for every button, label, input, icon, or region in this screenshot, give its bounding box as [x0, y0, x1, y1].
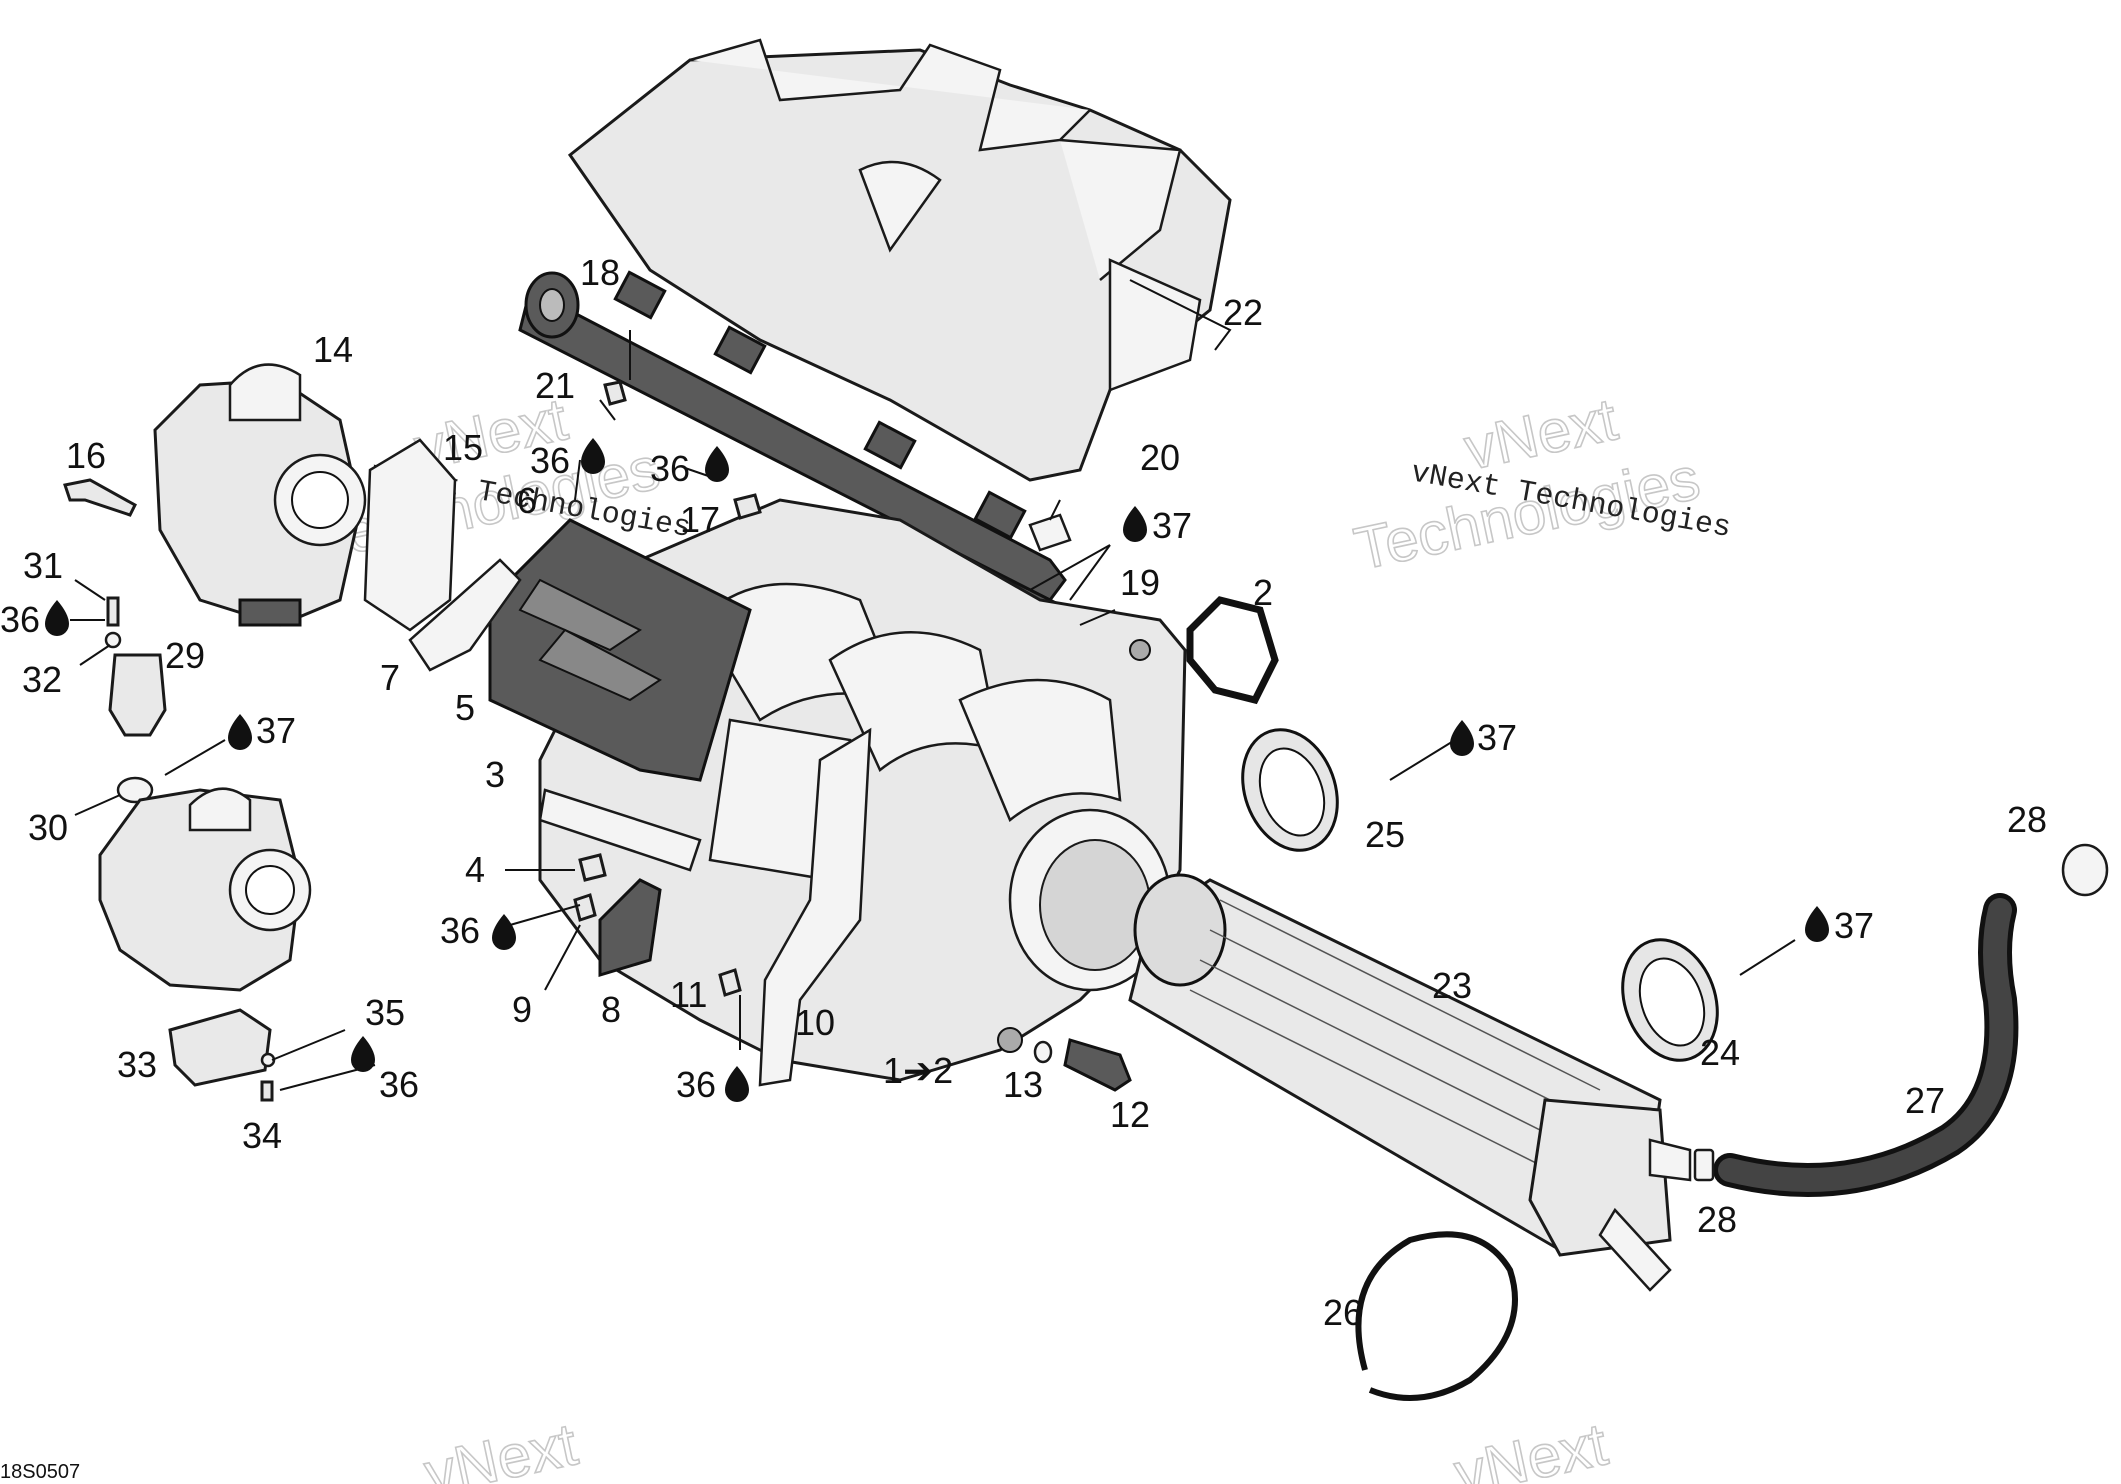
- throttle-body-lower: [98, 787, 312, 992]
- drop-icon: [351, 1036, 375, 1072]
- callout-21: 21: [535, 365, 575, 406]
- part-16-screw: [63, 478, 137, 517]
- callout-6: 6: [517, 480, 537, 521]
- callout-2: 2: [1253, 572, 1273, 613]
- drop-icon: [725, 1066, 749, 1102]
- drop-icon: [1805, 906, 1829, 942]
- part-4-screw: [578, 853, 607, 882]
- part-24-ring: [1621, 938, 1719, 1062]
- part-21-screw: [603, 380, 627, 406]
- callout-17: 17: [680, 499, 720, 540]
- callout-31: 31: [23, 545, 63, 586]
- callout-36-f: 36: [676, 1064, 716, 1105]
- callout-30: 30: [28, 807, 68, 848]
- drop-icon: [1123, 506, 1147, 542]
- part-9-screw: [573, 893, 597, 922]
- callout-3: 3: [485, 754, 505, 795]
- part-28-clamp-lower: [1693, 1148, 1715, 1182]
- part-32-washer: [104, 631, 122, 649]
- callout-28-a: 28: [2007, 799, 2047, 840]
- callout-37-a: 37: [1152, 505, 1192, 546]
- part-14-throttle-body-upper: [153, 363, 367, 627]
- callout-25: 25: [1365, 814, 1405, 855]
- part-2-gasket: [1186, 596, 1279, 705]
- part-28-clamp-upper: [2061, 843, 2109, 897]
- callout-23: 23: [1432, 965, 1472, 1006]
- part-5-ecm-module: [488, 518, 752, 782]
- callout-35: 35: [365, 992, 405, 1033]
- part-7-bracket: [408, 558, 522, 672]
- callout-36-d: 36: [440, 910, 480, 951]
- callout-36-e: 36: [379, 1064, 419, 1105]
- part-30-o-ring: [116, 776, 154, 804]
- part-8-sensor: [598, 878, 662, 978]
- callout-37-c: 37: [1477, 717, 1517, 758]
- part-20-clip: [1028, 513, 1072, 552]
- callout-5: 5: [455, 687, 475, 728]
- part-17-screw: [733, 493, 762, 520]
- callout-10: 10: [795, 1002, 835, 1043]
- callout-36-a: 36: [530, 440, 570, 481]
- drop-icon: [705, 446, 729, 482]
- part-29-valve: [108, 653, 167, 737]
- part-22-engine-cover: [567, 38, 1232, 482]
- callout-12: 12: [1110, 1094, 1150, 1135]
- leader-lines: [70, 330, 1796, 1091]
- callout-9: 9: [512, 989, 532, 1030]
- callout-15: 15: [443, 427, 483, 468]
- watermark-bottom-left: vNext: [419, 1410, 583, 1484]
- drop-icons: [45, 438, 1829, 1102]
- callout-11: 11: [670, 974, 707, 1015]
- part-33-sensor: [168, 1008, 272, 1087]
- part-25-ring: [1241, 728, 1339, 852]
- watermark-right: vNext Technologies vNext Technologies: [1348, 384, 1733, 583]
- callout-37-b: 37: [256, 710, 296, 751]
- part-12-temp-sensor: [1063, 1038, 1132, 1092]
- callout-13: 13: [1003, 1064, 1043, 1105]
- callout-1-to-2: 1➔2: [883, 1050, 953, 1091]
- callout-27: 27: [1905, 1080, 1945, 1121]
- callout-33: 33: [117, 1044, 157, 1085]
- callout-32: 32: [22, 659, 62, 700]
- part-34-screw: [260, 1080, 274, 1102]
- drop-icon: [45, 600, 69, 636]
- part-23-intercooler: [1128, 873, 1692, 1292]
- callout-14: 14: [313, 329, 353, 370]
- callout-16: 16: [66, 435, 106, 476]
- callout-26: 26: [1323, 1292, 1363, 1333]
- drop-icon: [492, 914, 516, 950]
- part-31-screw: [106, 596, 120, 627]
- callout-7: 7: [380, 657, 400, 698]
- part-18-fuel-rail: [518, 270, 1093, 643]
- callout-36-b: 36: [650, 448, 690, 489]
- drop-icon: [1450, 720, 1474, 756]
- callout-labels: 18 22 14 21 16 15 36 6 36 17 20 37 19 2 …: [0, 252, 2047, 1333]
- callout-18: 18: [580, 252, 620, 293]
- callout-20: 20: [1140, 437, 1180, 478]
- part-3-bracket: [538, 788, 702, 872]
- drop-icon: [581, 438, 605, 474]
- part-11-screw: [718, 968, 742, 997]
- callout-28-b: 28: [1697, 1199, 1737, 1240]
- callout-24: 24: [1700, 1032, 1740, 1073]
- watermark-bottom-right: vNext: [1449, 1410, 1613, 1484]
- reference-code: 18S0507: [0, 1461, 80, 1483]
- part-13-o-ring: [1033, 1040, 1053, 1064]
- callout-37-d: 37: [1834, 905, 1874, 946]
- drop-icon: [228, 714, 252, 750]
- callout-8: 8: [601, 989, 621, 1030]
- callout-34: 34: [242, 1115, 282, 1156]
- callout-29: 29: [165, 635, 205, 676]
- part-26-clamp: [1355, 1231, 1518, 1401]
- part-15-gasket: [363, 438, 457, 632]
- callout-19: 19: [1120, 562, 1160, 603]
- callout-36-c: 36: [0, 599, 40, 640]
- callout-4: 4: [465, 849, 485, 890]
- callout-22: 22: [1223, 292, 1263, 333]
